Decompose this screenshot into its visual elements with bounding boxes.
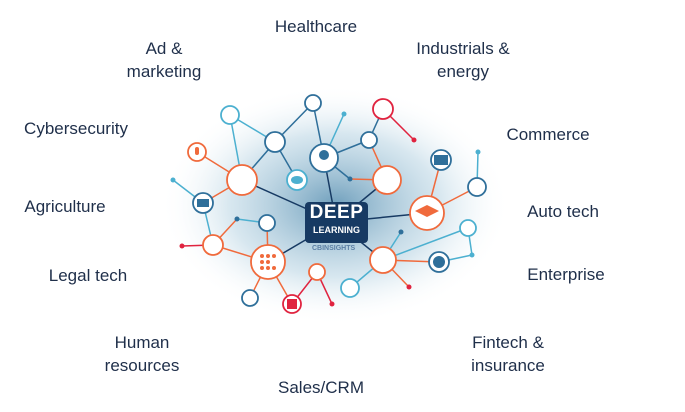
hierarchy-icon bbox=[369, 246, 397, 274]
dot bbox=[170, 177, 176, 183]
dot bbox=[469, 252, 475, 258]
label-enterprise: Enterprise bbox=[527, 265, 605, 284]
cbinsights-logo: CBINSIGHTS bbox=[312, 245, 356, 252]
label-industrials-energy: Industrials & energy bbox=[416, 39, 510, 81]
dot bbox=[406, 284, 412, 290]
dot bbox=[411, 137, 417, 143]
menu-list-icon bbox=[202, 234, 224, 256]
label-commerce: Commerce bbox=[506, 125, 590, 144]
dot bbox=[329, 301, 335, 307]
route-arrows-icon bbox=[226, 164, 258, 196]
label-agriculture: Agriculture bbox=[24, 197, 106, 216]
flowchart-icon bbox=[372, 165, 402, 195]
label-fintech-insurance: Fintech & insurance bbox=[471, 333, 545, 375]
nodes bbox=[187, 94, 487, 314]
center-subtitle: LEARNING bbox=[313, 225, 360, 235]
shuffle-icon bbox=[241, 289, 259, 307]
dots bbox=[170, 111, 481, 307]
dot bbox=[179, 243, 185, 249]
globe-icon bbox=[340, 278, 360, 298]
label-human-resources: Human resources bbox=[104, 333, 180, 375]
label-auto-tech: Auto tech bbox=[527, 202, 599, 221]
location-pin-icon bbox=[360, 131, 378, 149]
label-ad-marketing: Ad & marketing bbox=[126, 39, 202, 81]
label-cybersecurity: Cybersecurity bbox=[24, 119, 128, 138]
center-title: DEEP bbox=[309, 202, 364, 223]
dot bbox=[398, 229, 404, 235]
dot bbox=[234, 216, 240, 222]
flask-icon bbox=[459, 219, 477, 237]
deep-learning-box: DEEP LEARNING bbox=[305, 202, 368, 243]
bar-chart-icon bbox=[258, 214, 276, 232]
dot bbox=[475, 149, 481, 155]
wheel-icon bbox=[220, 105, 240, 125]
package-hand-icon bbox=[264, 131, 286, 153]
molecule-icon bbox=[372, 98, 394, 120]
label-sales-crm: Sales/CRM bbox=[278, 378, 364, 397]
label-healthcare: Healthcare bbox=[274, 17, 358, 36]
document-icon bbox=[308, 263, 326, 281]
dot bbox=[347, 176, 353, 182]
book-icon bbox=[467, 177, 487, 197]
transfer-icon bbox=[304, 94, 322, 112]
dot bbox=[341, 111, 347, 117]
label-legal-tech: Legal tech bbox=[48, 266, 128, 285]
